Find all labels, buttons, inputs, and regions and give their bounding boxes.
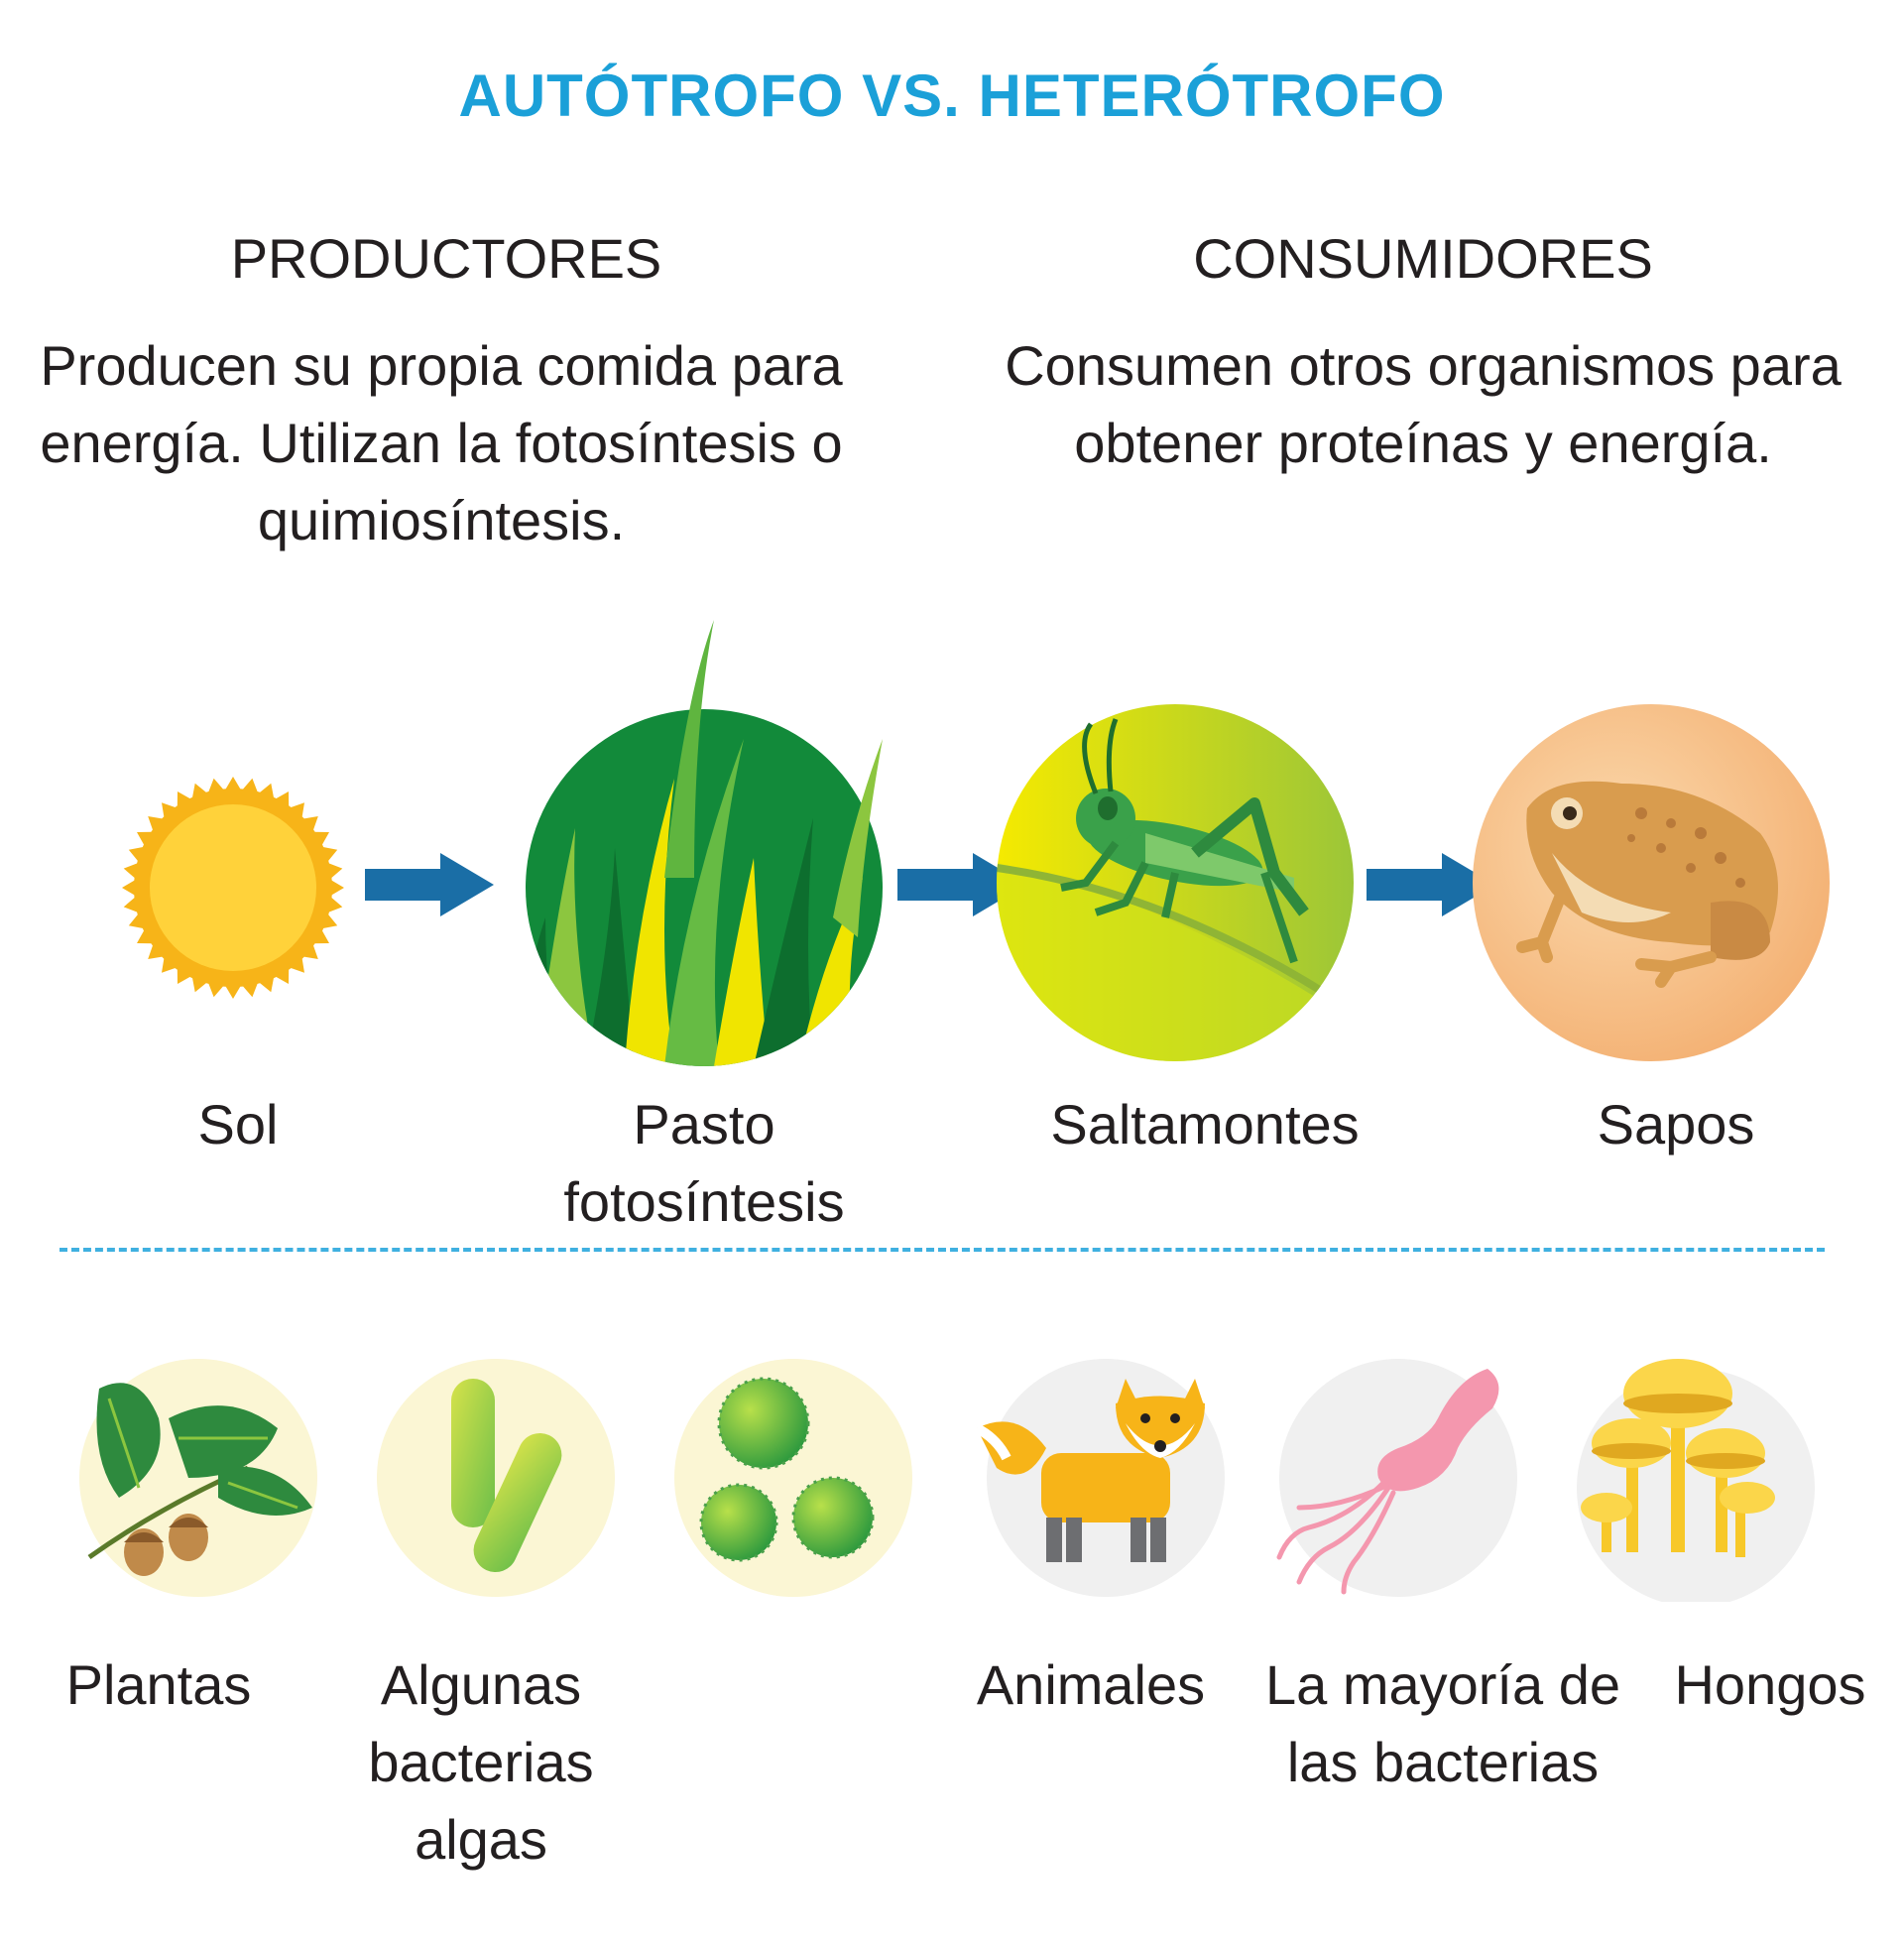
arrow-icon <box>1367 853 1495 916</box>
example-label-animals: Animales <box>976 1653 1206 1716</box>
section-divider <box>60 1248 1825 1252</box>
example-label-fungi: Hongos <box>1674 1653 1866 1716</box>
flagellated-bacterium-icon <box>1276 1359 1517 1597</box>
consumers-heading: CONSUMIDORES <box>1193 227 1653 290</box>
page-title: AUTÓTROFO VS. HETERÓTROFO <box>458 62 1446 129</box>
producers-description: Producen su propia comida para energía. … <box>40 334 843 551</box>
example-label-most-bacteria: La mayoría de las bacterias <box>1265 1653 1620 1793</box>
grasshopper-icon <box>997 704 1354 1061</box>
example-label-plants: Plantas <box>65 1653 252 1716</box>
toad-icon <box>1473 704 1830 1061</box>
rod-bacteria-icon <box>377 1359 615 1597</box>
example-label-some-bacteria-algae: Algunas bacterias algas <box>368 1653 594 1871</box>
food-chain-label-toad: Sapos <box>1597 1093 1755 1156</box>
grass-icon <box>526 620 883 1066</box>
food-chain-label-sun: Sol <box>197 1093 279 1156</box>
mushrooms-icon <box>1577 1359 1815 1602</box>
fox-icon <box>974 1359 1225 1597</box>
arrow-icon <box>365 853 494 916</box>
oak-leaves-icon <box>79 1359 317 1597</box>
sun-icon <box>122 777 344 999</box>
consumers-description: Consumen otros organismos para obtener p… <box>1005 334 1842 474</box>
food-chain-label-grasshopper: Saltamontes <box>1050 1093 1360 1156</box>
algae-cells-icon <box>674 1359 912 1597</box>
food-chain-label-grass: Pasto fotosíntesis <box>563 1093 845 1233</box>
producers-heading: PRODUCTORES <box>230 227 662 290</box>
